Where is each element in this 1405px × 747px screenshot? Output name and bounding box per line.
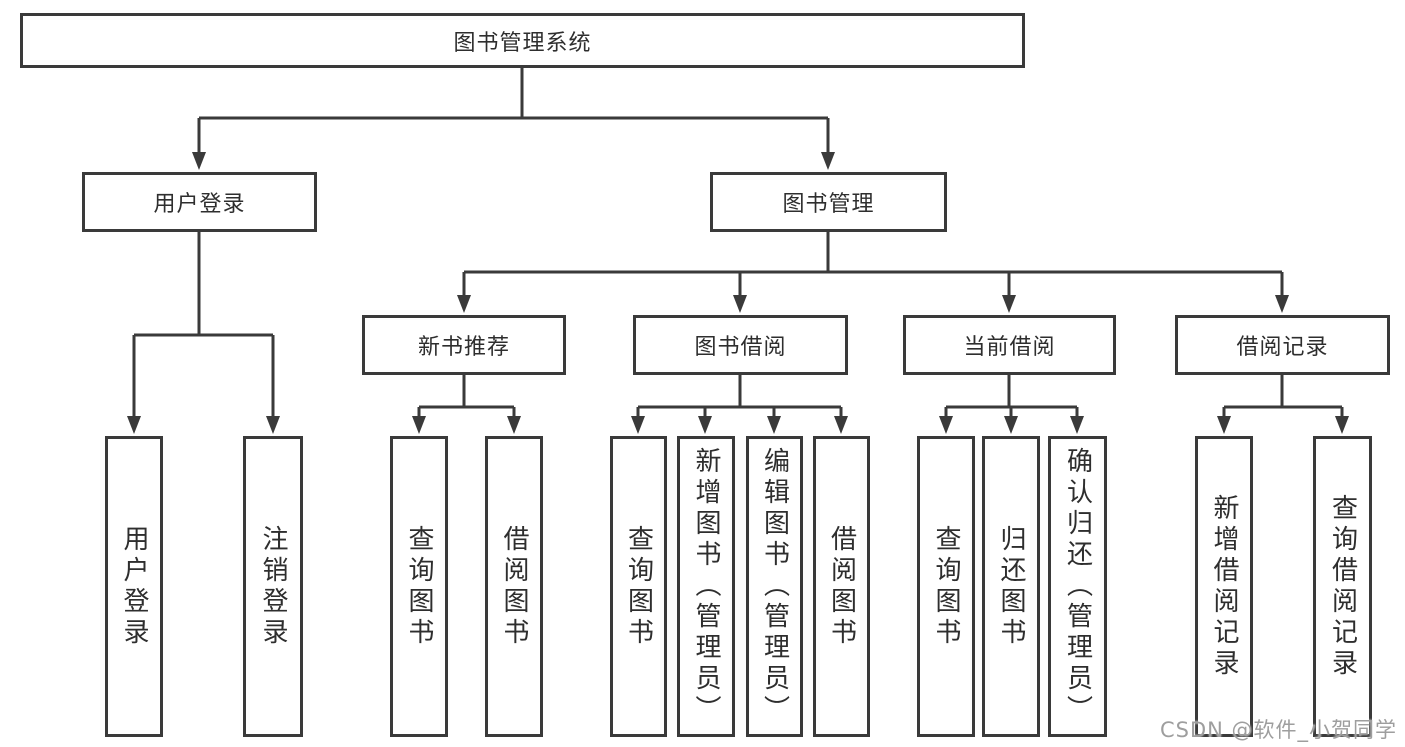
csdn-watermark: CSDN @软件_小贺同学: [1160, 718, 1398, 742]
leaf-add-book-admin: 新增图书（管理员）: [677, 436, 735, 737]
arrowhead-icon: [834, 416, 848, 434]
arrowhead-icon: [631, 416, 645, 434]
arrowhead-icon: [412, 416, 426, 434]
node-user-login: 用户登录: [82, 172, 317, 232]
arrowhead-icon: [1070, 416, 1084, 434]
leaf-query-books-borrow: 查询图书: [610, 436, 667, 737]
arrowhead-icon: [733, 295, 747, 313]
leaf-user-login: 用户登录: [105, 436, 163, 737]
arrowhead-icon: [1335, 416, 1349, 434]
leaf-add-borrow-record: 新增借阅记录: [1195, 436, 1253, 737]
node-new-book-recommend: 新书推荐: [362, 315, 566, 375]
arrowhead-icon: [1275, 295, 1289, 313]
node-book-borrowing: 图书借阅: [633, 315, 848, 375]
arrowhead-icon: [939, 416, 953, 434]
leaf-query-borrow-record: 查询借阅记录: [1313, 436, 1372, 737]
arrowhead-icon: [457, 295, 471, 313]
node-borrowing-records: 借阅记录: [1175, 315, 1390, 375]
arrowhead-icon: [507, 416, 521, 434]
arrowhead-icon: [127, 416, 141, 434]
leaf-return-books: 归还图书: [982, 436, 1040, 737]
arrowhead-icon: [192, 152, 206, 170]
leaf-query-books-current: 查询图书: [917, 436, 975, 737]
node-library-management-system: 图书管理系统: [20, 13, 1025, 68]
arrowhead-icon: [1217, 416, 1231, 434]
leaf-borrow-books-recommend: 借阅图书: [485, 436, 543, 737]
node-current-borrowing: 当前借阅: [903, 315, 1116, 375]
arrowhead-icon: [266, 416, 280, 434]
arrowhead-icon: [1004, 416, 1018, 434]
arrowhead-icon: [821, 152, 835, 170]
leaf-borrow-books: 借阅图书: [813, 436, 870, 737]
arrowhead-icon: [1002, 295, 1016, 313]
node-book-management: 图书管理: [710, 172, 947, 232]
leaf-edit-book-admin: 编辑图书（管理员）: [746, 436, 803, 737]
connector-lines: [132, 68, 1344, 420]
arrowhead-icon: [698, 416, 712, 434]
leaf-confirm-return-admin: 确认归还（管理员）: [1048, 436, 1107, 737]
leaf-logout: 注销登录: [243, 436, 303, 737]
arrowhead-icon: [767, 416, 781, 434]
leaf-query-books-recommend: 查询图书: [390, 436, 448, 737]
